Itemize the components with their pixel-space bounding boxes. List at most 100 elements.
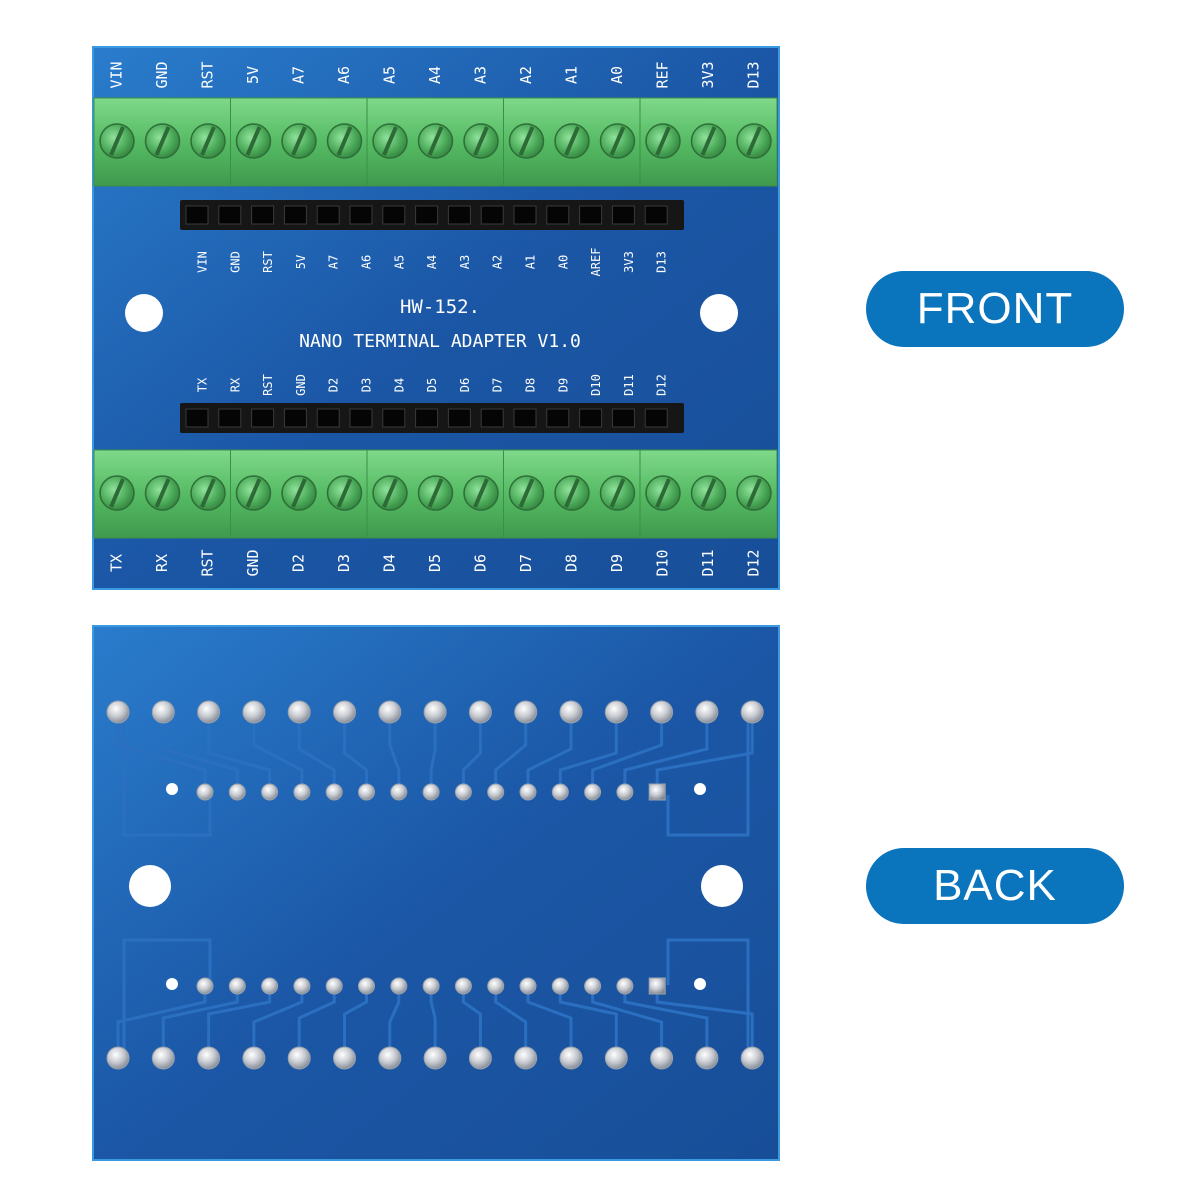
solder-pad — [325, 977, 343, 995]
solder-pad — [390, 977, 408, 995]
header-socket — [185, 408, 209, 428]
trace — [591, 712, 664, 791]
trace — [655, 712, 754, 791]
trace — [161, 712, 239, 791]
screw-slot — [655, 126, 671, 156]
header-socket — [251, 408, 275, 428]
bottom-terminal-block — [93, 449, 778, 539]
header-socket — [218, 205, 242, 225]
solder-pad — [287, 700, 311, 724]
terminal-label: D6 — [472, 554, 490, 572]
solder-pad — [650, 1046, 674, 1070]
terminal-label: A2 — [517, 66, 535, 84]
header-socket — [316, 408, 340, 428]
front-label-badge: FRONT — [866, 271, 1124, 347]
solder-pad — [228, 977, 246, 995]
trace — [666, 938, 750, 1052]
top-pin-header — [180, 200, 684, 230]
header-label: D2 — [327, 378, 341, 392]
terminal-label: A5 — [381, 66, 399, 84]
back-label-badge: BACK — [866, 848, 1124, 924]
trace — [526, 712, 573, 791]
screw-slot — [245, 126, 262, 156]
mounting-hole-right — [700, 294, 738, 332]
terminal-label: GND — [244, 549, 262, 576]
header-label: TX — [196, 377, 210, 392]
solder-pad — [695, 700, 719, 724]
back-board — [92, 625, 780, 1161]
header-label: D8 — [524, 378, 538, 392]
header-label: A0 — [556, 255, 570, 269]
solder-pad — [197, 1046, 221, 1070]
solder-pad — [261, 977, 279, 995]
terminal-label: TX — [108, 554, 126, 572]
solder-pad — [454, 783, 472, 801]
solder-pad — [378, 700, 402, 724]
trace — [116, 712, 207, 791]
header-socket — [546, 205, 570, 225]
board-id: HW-152. — [400, 296, 480, 318]
solder-pad — [551, 977, 569, 995]
header-socket — [447, 205, 471, 225]
terminal-label: D8 — [563, 554, 581, 572]
terminal-label: RST — [199, 549, 217, 576]
solder-pad — [740, 1046, 764, 1070]
header-label: RST — [261, 374, 275, 396]
screw-slot — [109, 126, 125, 156]
back-small-hole — [694, 978, 706, 990]
header-label: A2 — [491, 255, 505, 269]
header-socket — [218, 408, 242, 428]
header-socket — [644, 205, 668, 225]
solder-pad — [519, 783, 537, 801]
solder-pad — [422, 977, 440, 995]
solder-pad — [293, 977, 311, 995]
header-socket — [283, 408, 307, 428]
board-title: NANO TERMINAL ADAPTER V1.0 — [299, 331, 581, 352]
copper-traces — [116, 712, 754, 1052]
screw-slot — [518, 126, 535, 156]
header-label: D6 — [458, 378, 472, 392]
screw-slot — [518, 478, 535, 508]
solder-pad — [584, 783, 602, 801]
trace — [461, 712, 482, 791]
header-label: A5 — [392, 255, 406, 269]
terminal-label: VIN — [108, 61, 126, 88]
solder-pad — [242, 1046, 266, 1070]
header-label: D11 — [622, 374, 636, 396]
header-label: 3V3 — [622, 251, 636, 273]
header-socket — [415, 408, 439, 428]
solder-pad — [390, 783, 408, 801]
screw-slot — [109, 478, 125, 508]
terminal-label: REF — [654, 61, 672, 88]
terminal-label: A6 — [335, 66, 353, 84]
back-small-hole — [166, 783, 178, 795]
screw-slot — [700, 478, 717, 508]
header-socket — [513, 408, 537, 428]
header-label: A6 — [360, 255, 374, 269]
trace — [122, 938, 212, 1052]
screw-slot — [609, 126, 626, 156]
solder-pads — [106, 700, 764, 1070]
screw-slot — [336, 478, 353, 508]
header-label: A3 — [458, 255, 472, 269]
solder-pad — [468, 700, 492, 724]
solder-pad — [197, 700, 221, 724]
header-label: D4 — [392, 378, 406, 392]
solder-pad — [333, 700, 356, 724]
screw-slot — [564, 126, 580, 156]
terminal-label: D2 — [290, 554, 308, 572]
solder-pad — [487, 783, 505, 801]
solder-pad — [695, 1046, 719, 1070]
screw-slot — [154, 478, 171, 508]
header-label: D13 — [655, 251, 669, 273]
solder-pad — [584, 977, 602, 995]
header-label: D5 — [425, 378, 439, 392]
solder-pad — [454, 977, 472, 995]
header-label: A1 — [524, 255, 538, 269]
screw-slot — [245, 478, 262, 508]
trace — [252, 712, 304, 791]
solder-pad — [325, 783, 343, 801]
